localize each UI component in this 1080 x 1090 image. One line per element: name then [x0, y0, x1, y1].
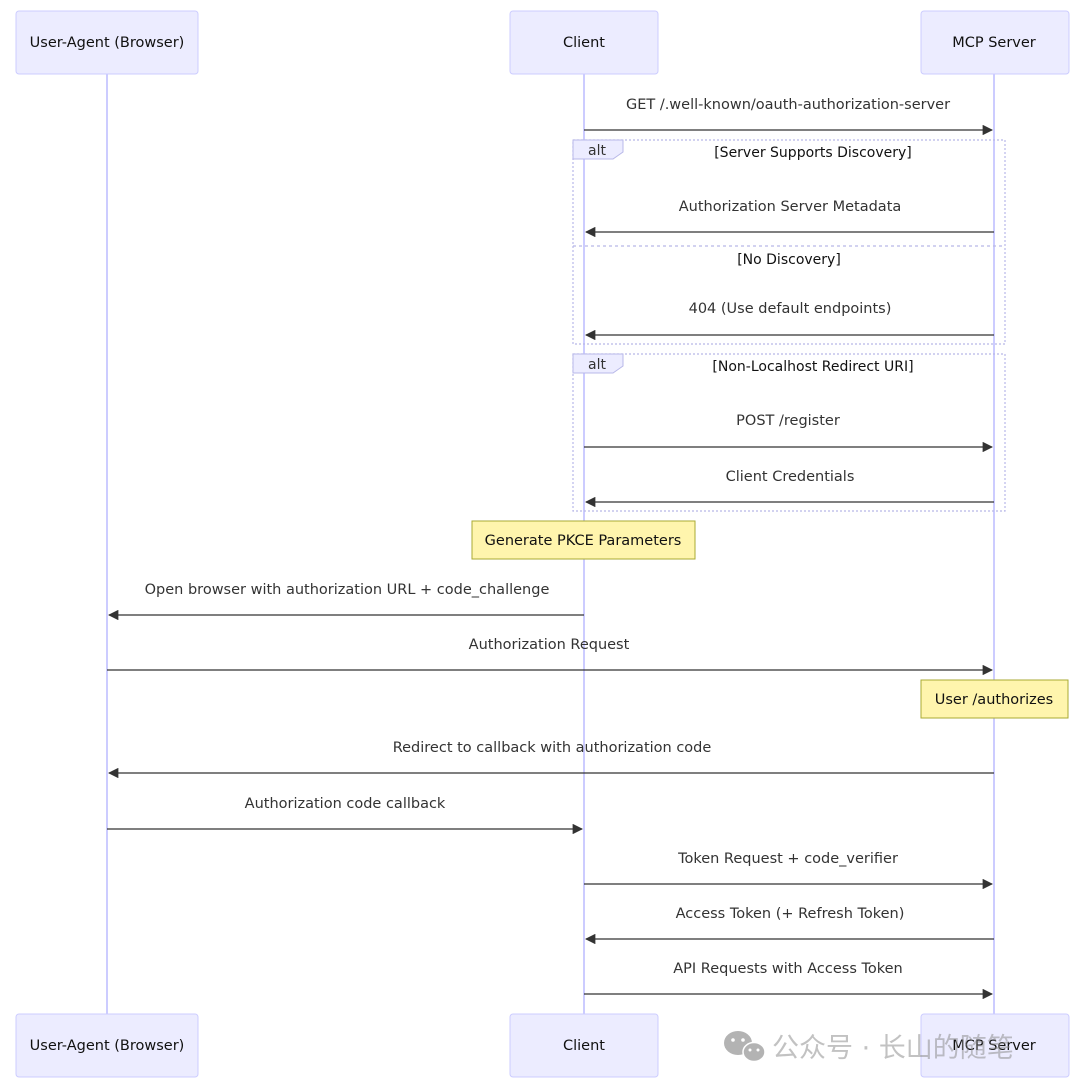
message: Token Request + code_verifier [584, 851, 994, 890]
message: Access Token (+ Refresh Token) [584, 906, 994, 945]
message: Authorization Request [107, 637, 994, 676]
wechat-icon [724, 1031, 766, 1063]
message: Redirect to callback with authorization … [107, 740, 994, 779]
actor-bottom-mcp-server: MCP Server [920, 1013, 1070, 1078]
message-label: Authorization Server Metadata [679, 199, 902, 215]
message: GET /.well-known/oauth-authorization-ser… [584, 97, 994, 136]
alt-condition: [No Discovery] [737, 252, 841, 268]
note-generate-pkce: Generate PKCE Parameters [471, 520, 696, 560]
alt-condition: [Non-Localhost Redirect URI] [712, 359, 913, 375]
message: POST /register [584, 413, 994, 453]
message: Client Credentials [584, 469, 994, 508]
message-label: Token Request + code_verifier [677, 851, 898, 867]
alt-frame-discovery: alt [Server Supports Discovery] [No Disc… [572, 139, 1006, 345]
message-label: Authorization Request [469, 637, 630, 653]
actor-label: MCP Server [952, 1038, 1036, 1054]
actor-label: User-Agent (Browser) [30, 35, 185, 51]
actor-bottom-client: Client [509, 1013, 659, 1078]
message-label: GET /.well-known/oauth-authorization-ser… [626, 97, 950, 113]
actor-label: Client [563, 1038, 605, 1054]
message-label: Client Credentials [726, 469, 855, 485]
alt-keyword: alt [588, 143, 606, 159]
message: Open browser with authorization URL + co… [107, 582, 584, 621]
actor-label: Client [563, 35, 605, 51]
watermark-text: 公众号 · 长山的随笔 [772, 1033, 1014, 1064]
message: Authorization code callback [107, 796, 584, 835]
alt-frame-registration: alt [Non-Localhost Redirect URI] [572, 353, 1006, 512]
actor-bottom-user-agent: User-Agent (Browser) [15, 1013, 199, 1078]
alt-keyword: alt [588, 357, 606, 373]
message-label: Open browser with authorization URL + co… [145, 582, 550, 598]
message-label: Authorization code callback [245, 796, 446, 812]
message-label: Redirect to callback with authorization … [393, 740, 712, 756]
actor-top-client: Client [509, 10, 659, 75]
watermark: 公众号 · 长山的随笔 [724, 1031, 1014, 1064]
message: API Requests with Access Token [584, 961, 994, 1000]
actor-top-mcp-server: MCP Server [920, 10, 1070, 75]
message-label: POST /register [736, 413, 840, 429]
alt-tab [572, 139, 624, 160]
actor-top-user-agent: User-Agent (Browser) [15, 10, 199, 75]
actor-label: User-Agent (Browser) [30, 1038, 185, 1054]
alt-condition: [Server Supports Discovery] [714, 145, 912, 161]
note-label: User /authorizes [935, 692, 1053, 708]
note-label: Generate PKCE Parameters [485, 533, 682, 549]
message: 404 (Use default endpoints) [584, 301, 994, 341]
message-label: Access Token (+ Refresh Token) [676, 906, 905, 922]
message-label: API Requests with Access Token [673, 961, 903, 977]
note-user-authorizes: User /authorizes [920, 679, 1069, 719]
message-label: 404 (Use default endpoints) [689, 301, 892, 317]
alt-tab [572, 353, 624, 374]
message: Authorization Server Metadata [584, 199, 994, 238]
actor-label: MCP Server [952, 35, 1036, 51]
